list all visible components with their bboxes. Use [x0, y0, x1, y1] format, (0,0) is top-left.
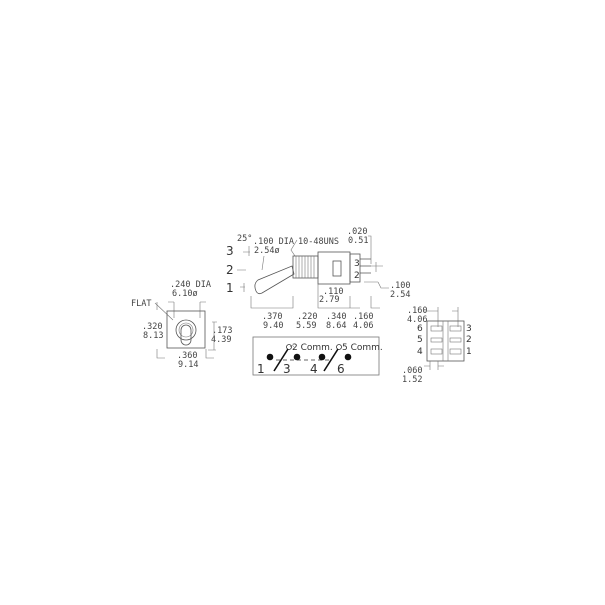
- front-width-in: .360: [177, 351, 197, 361]
- terminal-2-label: 2: [354, 271, 360, 281]
- bottom-pin-1-label: 1: [466, 347, 472, 357]
- bottom-spacing-in: .160: [407, 306, 427, 316]
- pin-1-label: 1: [257, 362, 265, 376]
- dim-4-mm: 4.06: [353, 321, 373, 331]
- terminal-3-label: 3: [354, 259, 360, 269]
- position-3-label: 3: [226, 244, 234, 258]
- pin-width-in: .060: [402, 366, 422, 376]
- front-offset-mm: 4.39: [211, 335, 231, 345]
- common-5-label: 5 Comm.: [342, 343, 383, 353]
- schematic: 2 Comm. 5 Comm. 1 3 4 6: [252, 336, 383, 376]
- terminal-thickness-mm: 0.51: [348, 236, 368, 246]
- dim-2-in: .220: [297, 312, 317, 322]
- front-width-mm: 9.14: [178, 360, 198, 370]
- bottom-view: .160 4.06 6 5 4 3 2 1 .060 1.52: [402, 306, 472, 385]
- dim-1-mm: 9.40: [263, 321, 283, 331]
- body-offset-mm: 2.79: [319, 295, 339, 305]
- dim-1-in: .370: [262, 312, 282, 322]
- lever-dia-in: .100 DIA: [253, 237, 294, 247]
- terminal-pitch-mm: 2.54: [390, 290, 410, 300]
- dim-3-mm: 8.64: [326, 321, 346, 331]
- pin-width-mm: 1.52: [402, 375, 422, 385]
- common-2-label: 2 Comm.: [292, 343, 333, 353]
- lever-dia-mm: 2.54ø: [254, 246, 280, 256]
- schematic-frame: [252, 336, 380, 376]
- front-offset-in: .173: [212, 326, 232, 336]
- pin-4-label: 4: [310, 362, 318, 376]
- angle-label: 25°: [237, 234, 252, 244]
- bottom-pin-2-label: 2: [466, 335, 472, 345]
- pin-6-label: 6: [337, 362, 345, 376]
- dim-2-mm: 5.59: [296, 321, 316, 331]
- bushing-dia-in: .240 DIA: [170, 280, 211, 290]
- front-height-mm: 8.13: [143, 331, 163, 341]
- pin-3-label: 3: [283, 362, 291, 376]
- flat-label: FLAT: [131, 299, 151, 309]
- terminal-thickness-in: .020: [347, 227, 367, 237]
- position-1-label: 1: [226, 281, 234, 295]
- bottom-pin-6-label: 6: [417, 324, 423, 334]
- side-view: 25° 3 2 1 .100 DIA 2.54ø 10-48UNS 3 2 .0…: [226, 227, 410, 331]
- dim-4-in: .160: [353, 312, 373, 322]
- terminal-pitch-in: .100: [390, 281, 410, 291]
- bushing-dia-mm: 6.10ø: [172, 289, 198, 299]
- bottom-pin-5-label: 5: [417, 335, 423, 345]
- thread-label: 10-48UNS: [298, 237, 339, 247]
- front-height-in: .320: [142, 322, 162, 332]
- bottom-pin-4-label: 4: [417, 347, 423, 357]
- front-view: .240 DIA 6.10ø FLAT .320 8.13 .173 4.39 …: [131, 280, 232, 370]
- bottom-spacing-mm: 4.06: [407, 315, 427, 325]
- position-2-label: 2: [226, 263, 234, 277]
- dim-3-in: .340: [326, 312, 346, 322]
- body-offset-in: .110: [323, 287, 343, 297]
- bottom-pin-3-label: 3: [466, 324, 472, 334]
